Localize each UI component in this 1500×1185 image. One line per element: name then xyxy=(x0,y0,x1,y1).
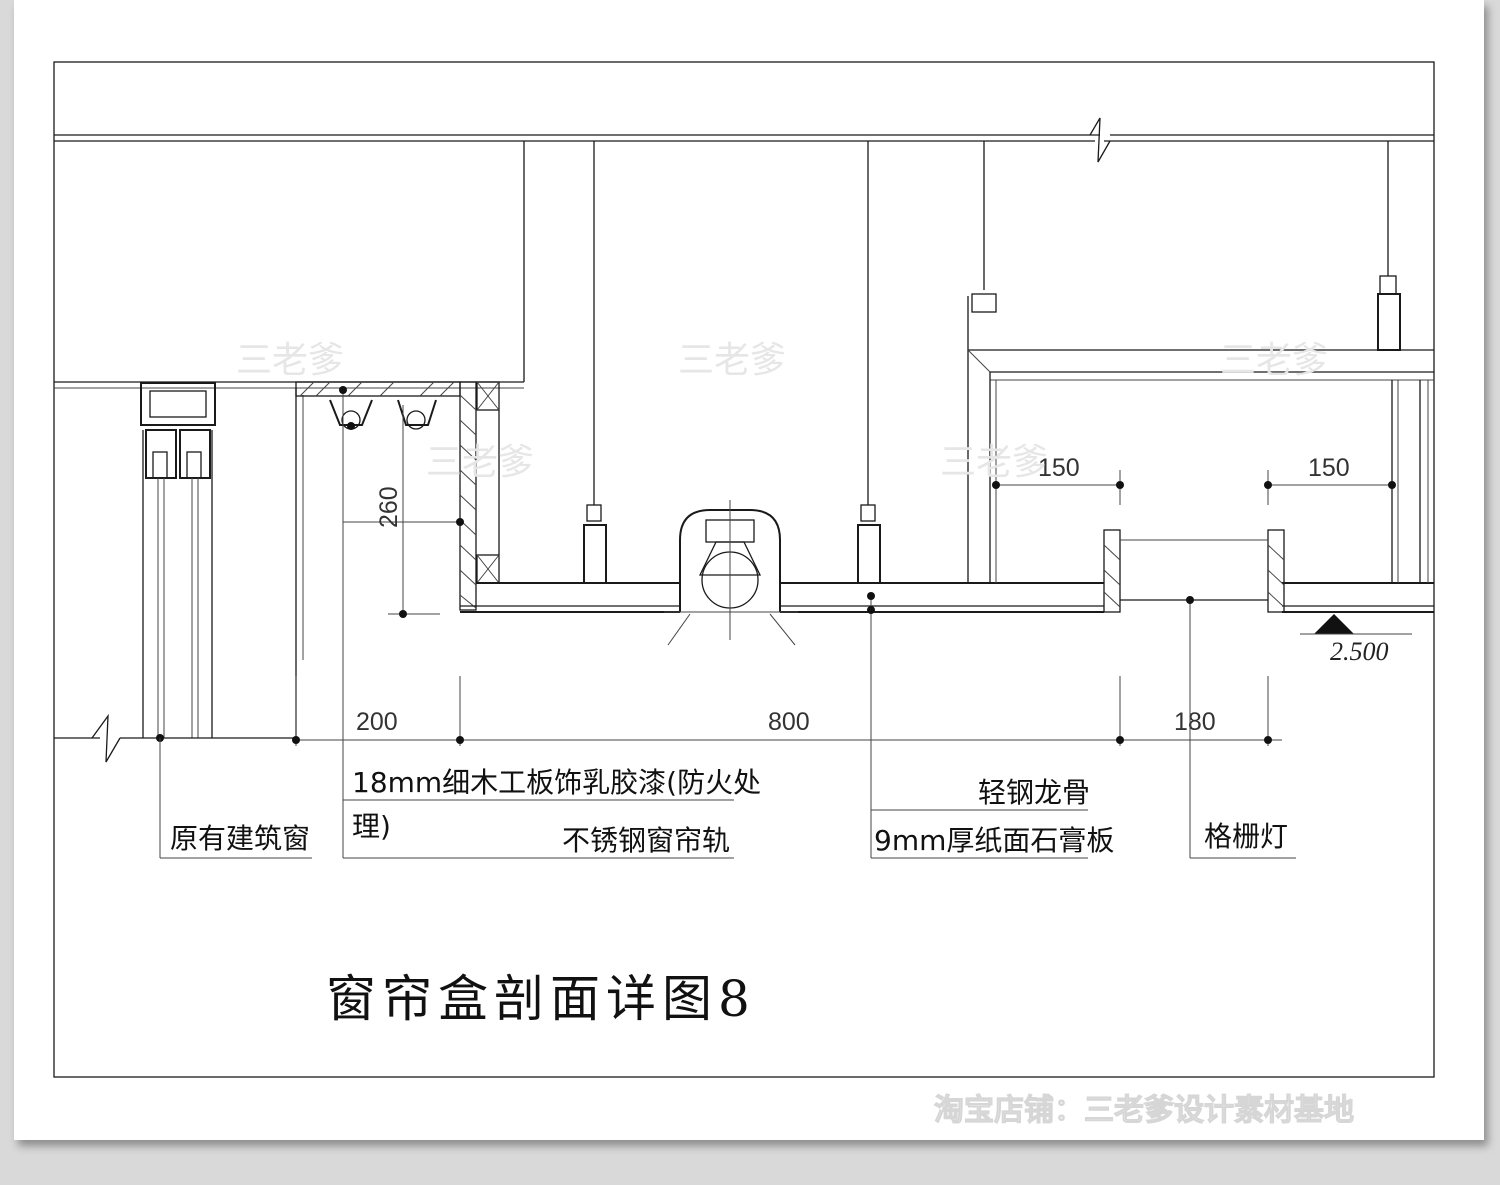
dim-800-label: 800 xyxy=(768,708,810,736)
drawing-frame xyxy=(53,61,1435,1078)
elevation-label: 2.500 xyxy=(1330,637,1389,666)
elevation-marker: 2.500 xyxy=(1300,614,1412,666)
dim-180-label: 180 xyxy=(1174,708,1216,736)
dim-150-right-label: 150 xyxy=(1308,454,1350,482)
label-gypsum-board: 9mm厚纸面石膏板 xyxy=(874,824,1114,857)
curtain-rail-icon xyxy=(329,399,437,430)
dimension-150-left: 150 xyxy=(992,454,1124,505)
watermark: 三老爹 xyxy=(426,442,534,483)
curtain-box-side-board xyxy=(459,381,500,611)
gypsum-ceiling xyxy=(460,582,1434,613)
watermark: 三老爹 xyxy=(940,442,1048,483)
watermark: 三老爹 xyxy=(678,340,786,381)
spotlight-icon xyxy=(664,500,798,646)
grille-light-icon xyxy=(1103,529,1285,613)
dimension-150-right: 150 xyxy=(1264,454,1396,505)
label-wood-board-line2: 理) xyxy=(352,810,391,843)
curtain-box-top-board xyxy=(295,381,461,397)
dim-200-label: 200 xyxy=(356,708,398,736)
raised-ceiling-frame xyxy=(967,349,1434,583)
label-curtain-rail: 不锈钢窗帘轨 xyxy=(562,824,730,857)
shop-credit: 淘宝店铺：三老爹设计素材基地 xyxy=(934,1093,1354,1128)
drawing-title: 窗帘盒剖面详图8 xyxy=(326,970,756,1028)
hanger-rod xyxy=(583,141,1401,584)
label-grille-light: 格栅灯 xyxy=(1204,820,1288,853)
dimension-260: 260 xyxy=(343,405,464,618)
label-wood-board-line1: 18mm细木工板饰乳胶漆(防火处 xyxy=(352,766,761,799)
label-original-window: 原有建筑窗 xyxy=(170,822,310,855)
dim-260-label: 260 xyxy=(375,486,403,528)
watermark: 三老爹 xyxy=(1220,340,1328,381)
watermark: 三老爹 xyxy=(236,340,344,381)
original-window xyxy=(140,382,216,738)
label-light-keel: 轻钢龙骨 xyxy=(978,776,1090,809)
ceiling-slab xyxy=(54,117,1434,163)
dim-150-left-label: 150 xyxy=(1038,454,1080,482)
drawing-sheet: 260 150 150 2.500 200 800 xyxy=(14,0,1484,1140)
leader-lines xyxy=(159,386,1296,859)
dimension-baseline: 200 800 180 xyxy=(54,676,1282,763)
